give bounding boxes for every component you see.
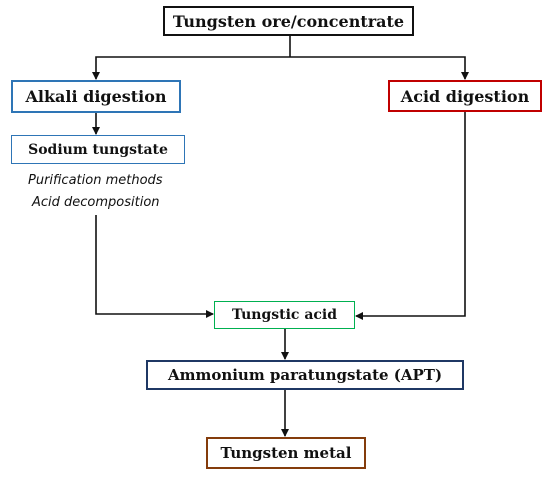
node-tungsten-ore-label: Tungsten ore/concentrate xyxy=(172,11,405,31)
note-purification-methods: Purification methods xyxy=(28,173,163,188)
connector-sodium-tungstate-to-tungstic-acid xyxy=(95,215,214,318)
note-acid-decomposition: Acid decomposition xyxy=(32,195,160,210)
connector-ore-to-acid-digestion xyxy=(290,56,469,80)
node-tungsten-ore: Tungsten ore/concentrate xyxy=(163,6,414,36)
node-acid-digestion-label: Acid digestion xyxy=(400,86,530,106)
node-sodium-tungstate: Sodium tungstate xyxy=(11,135,185,164)
connector-acid-digestion-to-tungstic-acid xyxy=(355,112,466,320)
node-tungsten-metal-label: Tungsten metal xyxy=(220,444,352,462)
node-alkali-digestion: Alkali digestion xyxy=(11,80,181,113)
connector-ore-to-alkali-digestion xyxy=(92,56,290,80)
node-sodium-tungstate-label: Sodium tungstate xyxy=(28,141,168,158)
node-ammonium-paratungstate: Ammonium paratungstate (APT) xyxy=(146,360,464,390)
node-tungstic-acid-label: Tungstic acid xyxy=(231,307,338,323)
node-tungstic-acid: Tungstic acid xyxy=(214,301,355,329)
node-alkali-digestion-label: Alkali digestion xyxy=(25,87,167,106)
node-tungsten-metal: Tungsten metal xyxy=(206,437,366,469)
node-ammonium-paratungstate-label: Ammonium paratungstate (APT) xyxy=(167,366,443,384)
node-acid-digestion: Acid digestion xyxy=(388,80,542,112)
